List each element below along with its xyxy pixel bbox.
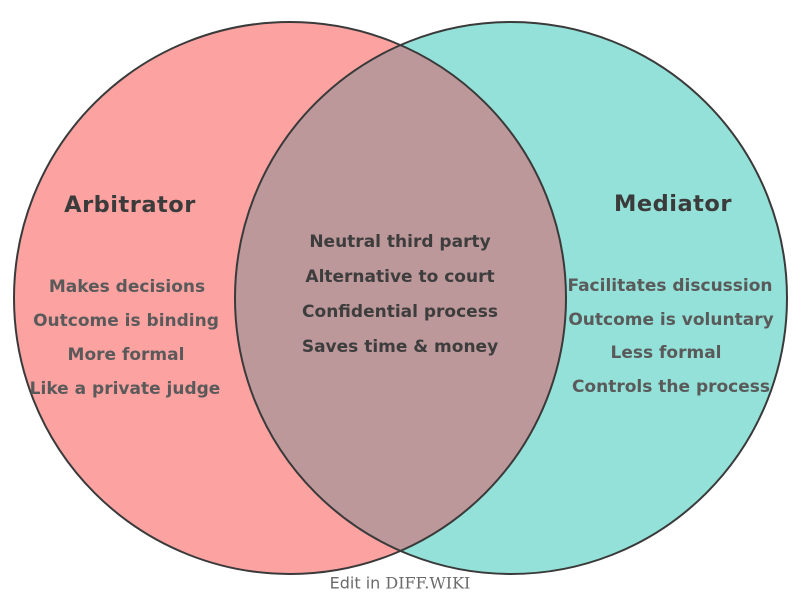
overlap-region xyxy=(235,45,566,551)
left-item: Outcome is binding xyxy=(33,311,219,331)
right-circle-outline xyxy=(234,21,788,575)
edit-in-diffwiki-link[interactable]: Edit in DIFF.WIKI xyxy=(330,574,471,593)
caption-brand: DIFF.WIKI xyxy=(385,573,471,593)
left-item: More formal xyxy=(67,345,185,365)
left-item: Like a private judge xyxy=(29,379,221,399)
overlap-item: Confidential process xyxy=(302,302,498,322)
left-item: Makes decisions xyxy=(48,277,206,297)
overlap-item: Alternative to court xyxy=(305,267,495,287)
right-item: Less formal xyxy=(610,343,722,363)
left-circle-title: Arbitrator xyxy=(64,192,196,218)
right-circle-title: Mediator xyxy=(614,191,732,217)
right-item: Outcome is voluntary xyxy=(568,310,774,330)
caption-prefix: Edit in xyxy=(329,573,386,593)
overlap-item: Saves time & money xyxy=(301,337,499,357)
left-circle-outline xyxy=(13,21,567,575)
overlap-item: Neutral third party xyxy=(309,232,491,252)
right-item: Facilitates discussion xyxy=(567,276,773,296)
right-item: Controls the process xyxy=(571,377,771,397)
